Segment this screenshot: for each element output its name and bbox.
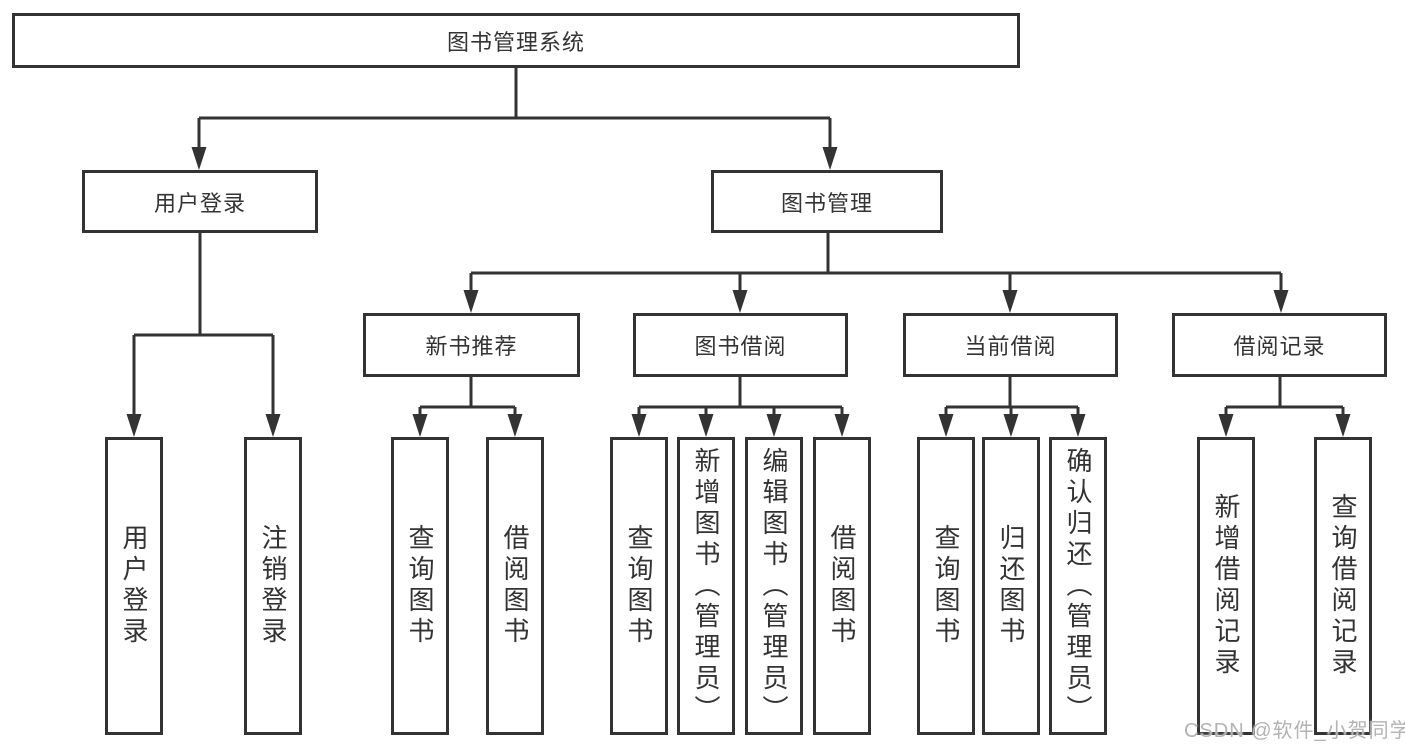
node-label: 新增借阅记录 [1211,493,1241,679]
arrowheads [126,147,1351,437]
node-book-management: 图书管理 [711,170,943,233]
arrowhead-icon [126,414,142,437]
node-label: 当前借阅 [964,334,1057,359]
node-label: 归还图书 [996,524,1026,648]
arrowhead-icon [1273,290,1289,313]
node-new-book-recommend: 新书推荐 [363,313,580,377]
arrowhead-icon [1070,414,1086,437]
node-label: 借阅图书 [827,524,857,648]
arrowhead-icon [822,147,838,170]
arrowhead-icon [1335,414,1351,437]
connector-records-to-leaves [1224,376,1345,415]
leaf-borrow-query: 查询图书 [610,437,668,735]
node-label: 借阅记录 [1233,334,1326,359]
node-current-borrow: 当前借阅 [903,313,1118,377]
leaf-borrow-add-admin: 新增图书（管理员） [677,437,735,735]
leaf-current-query: 查询图书 [917,437,975,735]
arrowhead-icon [698,414,714,437]
node-borrow-records: 借阅记录 [1172,313,1387,377]
connector-currentborrow-to-leaves [944,376,1080,415]
leaf-records-query: 查询借阅记录 [1314,437,1372,735]
arrowhead-icon [938,414,954,437]
node-label: 注销登录 [258,524,288,648]
leaf-logout: 注销登录 [244,437,302,735]
node-label: 图书管理 [780,190,873,216]
node-label: 查询借阅记录 [1328,493,1358,679]
arrowhead-icon [766,414,782,437]
leaf-current-return: 归还图书 [982,437,1040,735]
connector-bookmgmt-to-level3 [469,232,1283,291]
node-label: 查询图书 [624,524,654,648]
node-label: 图书借阅 [694,334,787,359]
arrowhead-icon [507,414,523,437]
leaf-newbook-borrow: 借阅图书 [486,437,544,735]
node-label: 用户登录 [119,524,149,648]
node-label: 借阅图书 [500,524,530,648]
leaf-borrow-borrow: 借阅图书 [813,437,871,735]
node-label: 图书管理系统 [446,29,585,55]
connector-root-to-level2 [197,67,832,148]
csdn-watermark: CSDN @软件_小贺同学 [1184,720,1405,742]
node-label: 新增图书（管理员） [691,446,721,726]
node-root-system: 图书管理系统 [12,13,1020,68]
node-book-borrow: 图书借阅 [633,313,848,377]
node-label: 查询图书 [931,524,961,648]
node-label: 用户登录 [153,190,246,216]
arrowhead-icon [732,290,748,313]
leaf-current-confirm-admin: 确认归还（管理员） [1049,437,1107,735]
node-label: 编辑图书（管理员） [759,446,789,726]
connector-userlogin-to-leaves [132,232,275,415]
arrowhead-icon [631,414,647,437]
arrowhead-icon [412,414,428,437]
arrowhead-icon [834,414,850,437]
leaf-newbook-query: 查询图书 [391,437,449,735]
node-user-login: 用户登录 [82,170,318,233]
arrowhead-icon [1002,290,1018,313]
leaf-borrow-edit-admin: 编辑图书（管理员） [745,437,803,735]
connector-newbook-to-leaves [418,376,517,415]
node-label: 新书推荐 [425,334,518,359]
leaf-user-login: 用户登录 [105,437,163,735]
connector-bookborrow-to-leaves [637,376,844,415]
arrowhead-icon [265,414,281,437]
arrowhead-icon [191,147,207,170]
arrowhead-icon [1003,414,1019,437]
arrowhead-icon [1218,414,1234,437]
node-label: 查询图书 [405,524,435,648]
node-label: 确认归还（管理员） [1063,446,1093,726]
leaf-records-add: 新增借阅记录 [1197,437,1255,735]
arrowhead-icon [463,290,479,313]
